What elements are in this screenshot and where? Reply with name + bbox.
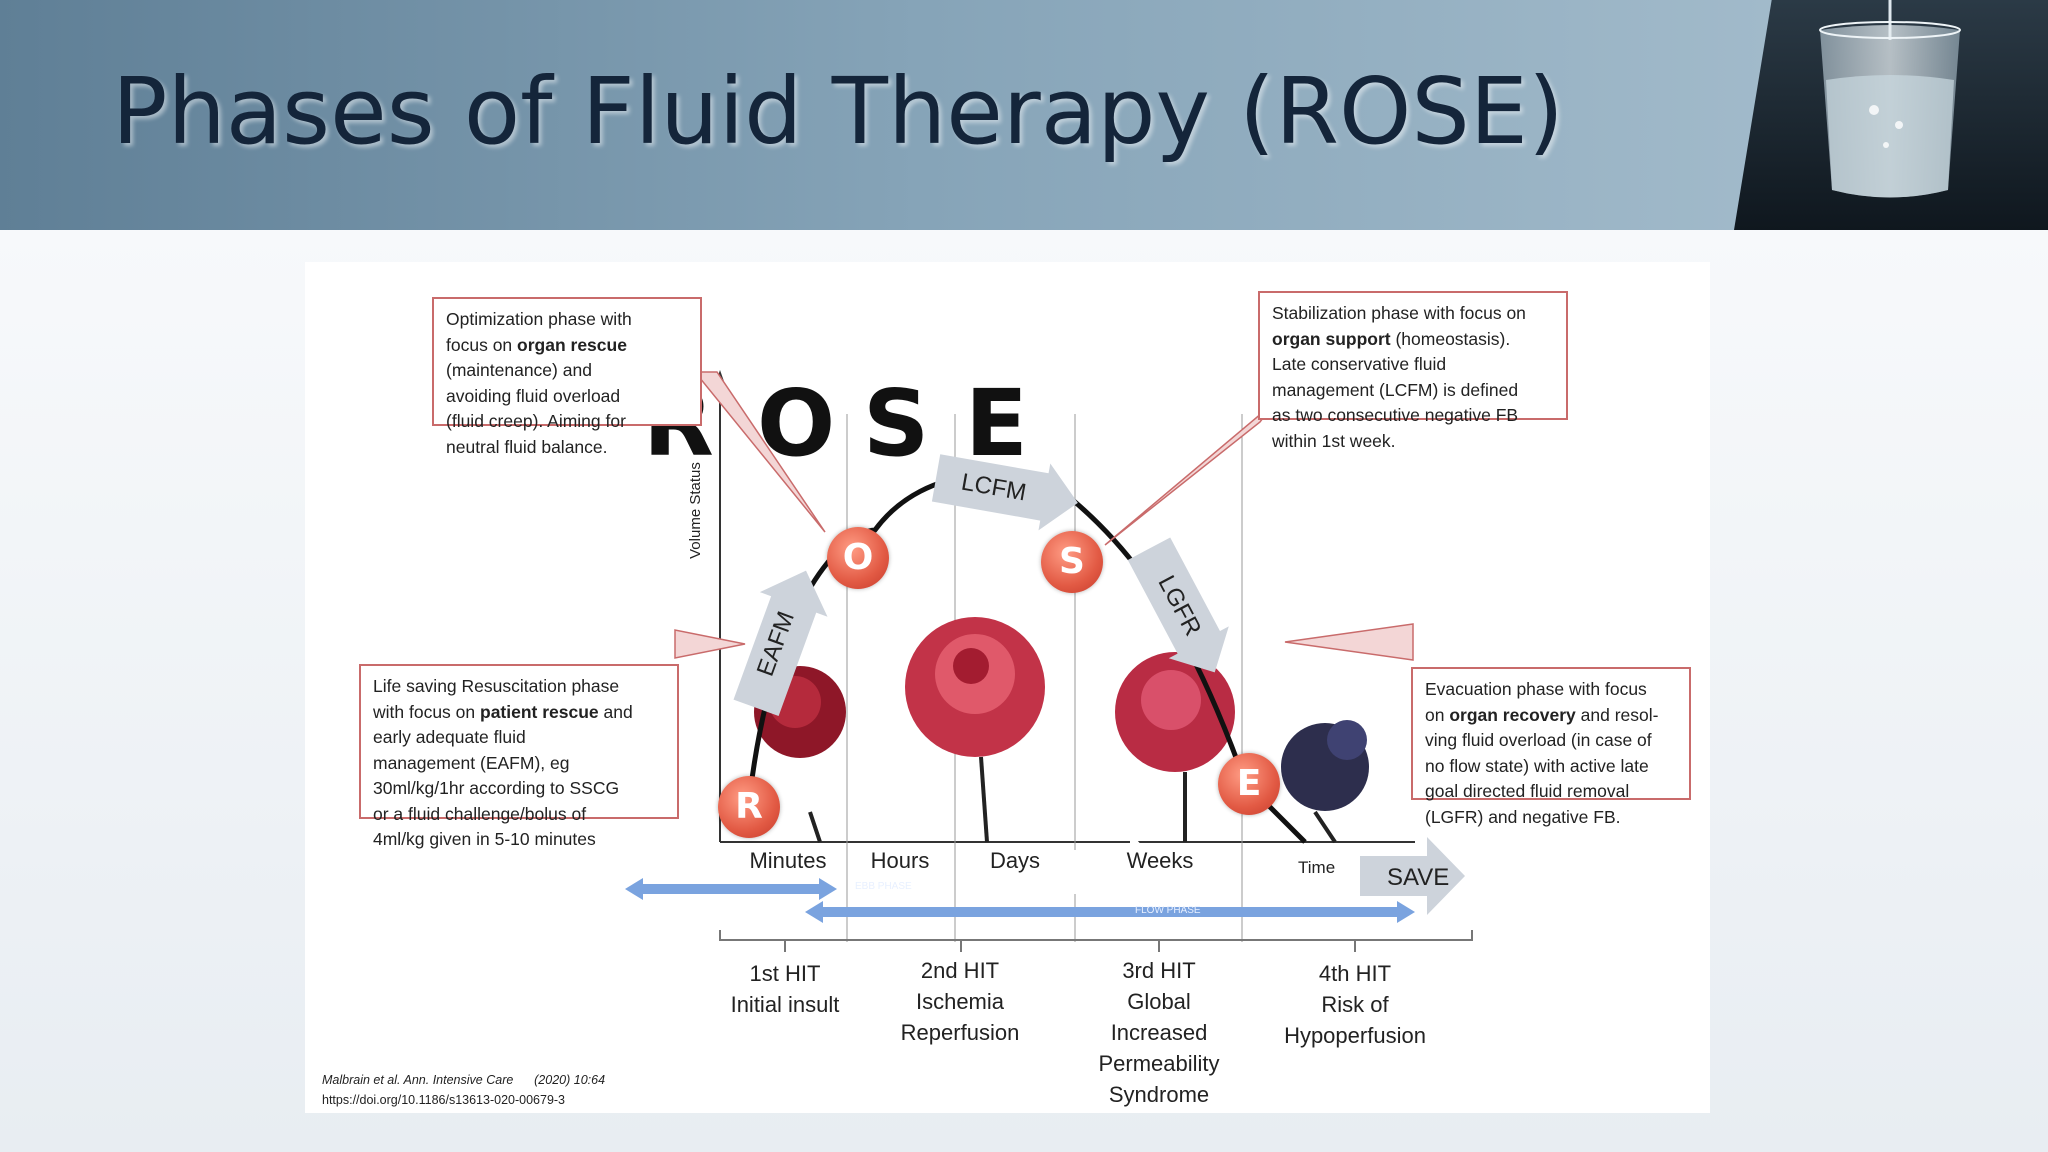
water-glass-image xyxy=(1734,0,2048,230)
citation: Malbrain et al. Ann. Intensive Care (202… xyxy=(322,1073,606,1107)
circle-s: S xyxy=(1041,531,1103,593)
rose-illustration-3 xyxy=(1115,652,1235,842)
circle-e: E xyxy=(1218,753,1280,815)
tick-days: Days xyxy=(989,848,1041,873)
letter-s: S xyxy=(863,370,930,477)
resuscitation-box: Life saving Resuscitation phase with foc… xyxy=(359,664,679,849)
x-axis-label: Time xyxy=(1298,858,1336,877)
flow-phase-label: FLOW PHASE xyxy=(1135,905,1201,916)
slide-title: Phases of Fluid Therapy (ROSE) xyxy=(112,58,1564,165)
circle-o: O xyxy=(827,527,889,589)
lcfm-arrow xyxy=(931,454,1078,531)
optimization-box: Optimization phase with focus on organ r… xyxy=(432,297,702,457)
rose-illustration-2 xyxy=(905,617,1045,843)
save-arrow xyxy=(1060,832,1465,915)
flow-phase-arrow xyxy=(805,901,1415,923)
letter-o: O xyxy=(757,370,836,477)
rose-illustration-4 xyxy=(1281,720,1369,844)
y-axis-label: Volume Status xyxy=(686,462,704,559)
tick-weeks: Weeks xyxy=(1126,848,1194,873)
tick-minutes: Minutes xyxy=(749,848,827,873)
evacuation-box: Evacuation phase with focus on organ rec… xyxy=(1411,667,1691,827)
ebb-phase-label: EBB PHASE xyxy=(855,881,912,892)
stabilization-box: Stabilization phase with focus on organ … xyxy=(1258,291,1568,451)
circle-r: R xyxy=(718,776,780,838)
lgfr-arrow xyxy=(1127,537,1229,673)
tick-hours: Hours xyxy=(870,848,930,873)
slide-header xyxy=(0,0,2048,230)
ebb-phase-arrow xyxy=(625,878,837,900)
eafm-arrow xyxy=(733,570,828,716)
letter-e: E xyxy=(965,370,1028,477)
rose-diagram: R O S E EAFM LCFM LGFR SAVE EBB PHASE FL… xyxy=(305,262,1710,1113)
save-label: SAVE xyxy=(1387,864,1450,891)
